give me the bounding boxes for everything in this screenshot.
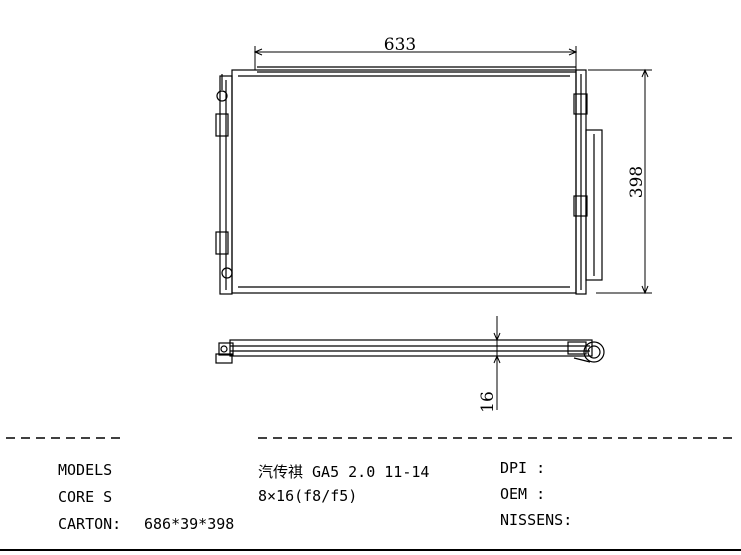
core-size-label: CORE S [58,488,113,506]
side-right-port [583,341,605,363]
models-value: 汽传祺 GA5 2.0 11-14 [258,463,430,481]
left-header-tank [219,75,233,295]
left-fitting-top [216,90,228,102]
core-outline [231,69,577,294]
side-core-outline [229,339,593,357]
carton-label: CARTON: [58,515,122,533]
left-fitting-bottom [221,267,233,279]
receiver-drier [585,129,603,281]
core-size-value: 8×16(f8/f5) [258,487,358,505]
side-left-bracket [215,353,233,364]
dim-thickness-label: 16 [478,391,498,413]
left-bracket-bottom [215,231,229,255]
condenser-side-view [215,339,605,364]
right-bracket-bottom [573,195,588,217]
condenser-front-view [215,66,603,295]
condenser-technical-drawing: 633 398 16 [6,35,738,439]
bottom-divider [0,549,741,551]
oem-label: OEM : [500,485,546,503]
left-bracket-top [215,113,229,137]
dpi-label: DPI : [500,459,546,477]
nissens-label: NISSENS: [500,511,573,529]
dimension-lines [253,46,652,410]
carton-value: 686*39*398 [144,515,235,533]
side-right-fitting [567,341,587,355]
right-bracket-top [573,93,588,115]
models-label: MODELS [58,461,113,479]
side-left-fitting [218,342,234,356]
dim-width-label: 633 [384,35,416,55]
dim-height-label: 398 [627,166,647,198]
